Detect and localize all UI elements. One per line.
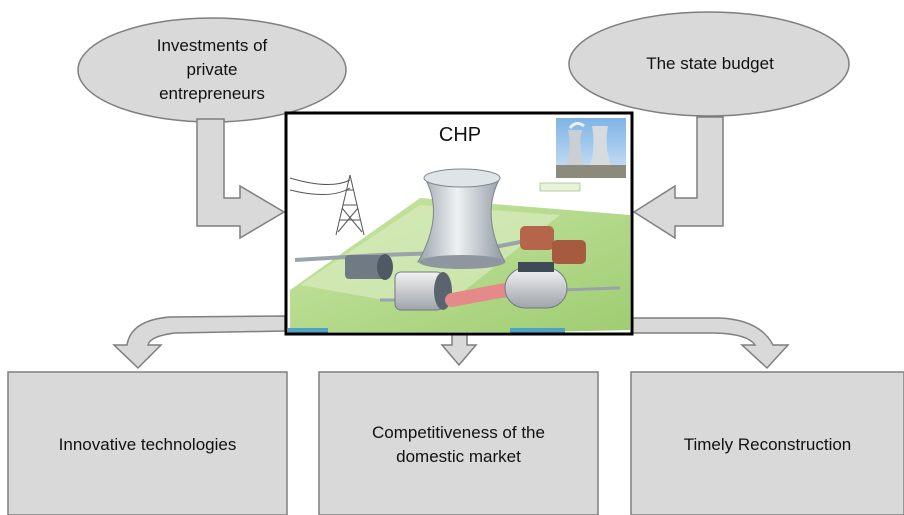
- outcome-label-3: Timely Reconstruction: [683, 435, 852, 454]
- power-plant-illustration: [288, 168, 630, 334]
- source-ellipse-right: [568, 11, 850, 117]
- source-label-right: The state budget: [646, 54, 774, 73]
- outcome-box-3: [630, 371, 904, 515]
- arrow-right-to-center: [632, 116, 724, 240]
- arrow-center-to-middle-box: [440, 333, 478, 367]
- arrow-left-to-center: [196, 118, 286, 240]
- outcome-label-2: Competitiveness of the domestic market: [372, 423, 545, 466]
- chp-center-box: [284, 111, 634, 336]
- arrow-center-to-right-box: [631, 317, 790, 370]
- source-label-left: Investments of private entrepreneurs: [156, 36, 268, 103]
- cooling-towers-photo: [556, 118, 626, 178]
- outcome-box-1: [7, 371, 288, 515]
- outcome-box-2: [318, 371, 599, 515]
- arrow-center-to-left-box: [112, 315, 286, 370]
- outcome-label-1: Innovative technologies: [58, 435, 237, 454]
- chp-title: CHP: [438, 124, 482, 146]
